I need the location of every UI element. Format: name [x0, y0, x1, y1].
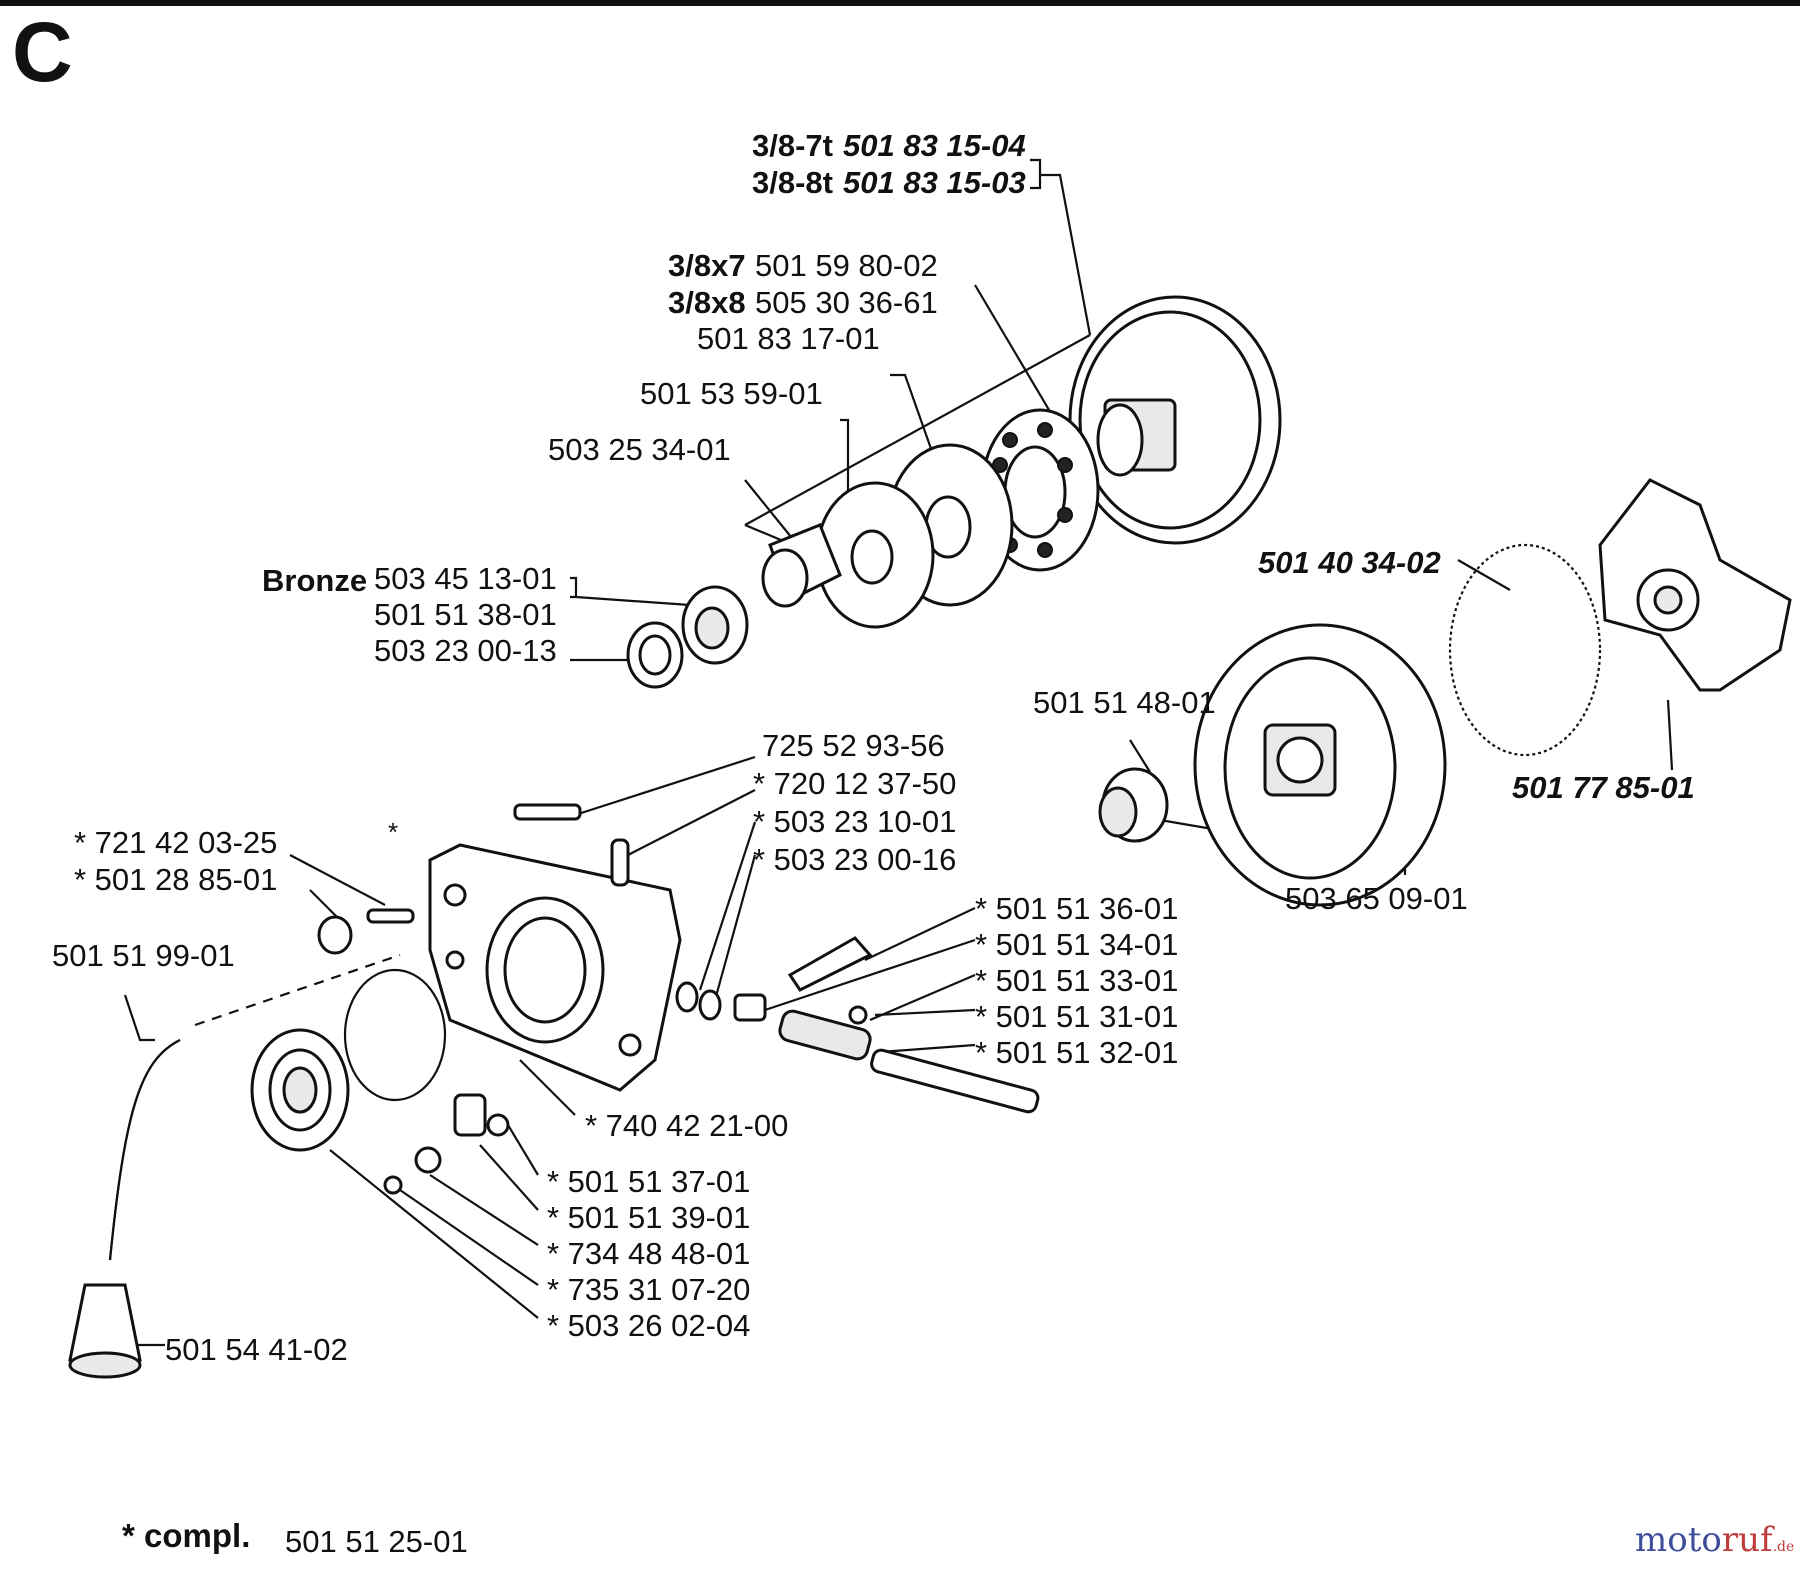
compl-label: * compl.	[122, 1517, 251, 1554]
clutch-spring-ring	[1448, 543, 1602, 757]
label-screw-1: 725 52 93-56	[762, 728, 945, 763]
clutch-hub	[1598, 478, 1792, 692]
label-clutch-spring: 501 40 34-02	[1258, 545, 1441, 580]
label-hose: 501 51 99-01	[52, 938, 235, 973]
label-washer-1: 501 53 59-01	[640, 376, 823, 411]
label-pin-1: * 720 12 37-50	[753, 766, 957, 801]
label-drum-8t-prefix: 3/8-8t	[752, 165, 833, 200]
label-pump-star: *	[388, 817, 399, 847]
label-pin-3: * 501 51 33-01	[975, 963, 1179, 998]
label-screw-3: * 735 31 07-20	[547, 1272, 751, 1307]
label-spring-2: * 501 51 39-01	[547, 1200, 751, 1235]
bronze-bearing	[681, 585, 749, 665]
label-drum-7t-prefix: 3/8-7t	[752, 128, 833, 163]
label-bronze-prefix: Bronze	[262, 563, 368, 598]
watermark-logo: motoruf.de	[1635, 1520, 1795, 1560]
label-rim-drum: 501 83 17-01	[697, 321, 880, 356]
needle-bearing-part	[1098, 767, 1169, 843]
needle-bushing	[761, 523, 842, 608]
label-pin-2: * 501 28 85-01	[74, 862, 278, 897]
label-drum-8t-part: 501 83 15-03	[843, 165, 1026, 200]
label-drum-assembly: 503 65 09-01	[1285, 881, 1468, 916]
top-rule	[0, 0, 1800, 6]
o-ring-part	[343, 968, 447, 1102]
oil-pump-housing	[428, 843, 682, 1092]
label-rim-8-prefix: 3/8x8	[668, 285, 746, 320]
label-rim-8-part: 505 30 36-61	[755, 285, 938, 320]
label-seal-1: * 503 23 10-01	[753, 804, 957, 839]
clutch-drum-rim	[1068, 295, 1282, 545]
label-circlip: * 503 26 02-04	[547, 1308, 751, 1343]
oil-seal	[250, 1028, 350, 1152]
small-parts	[317, 803, 1040, 1195]
label-ring: 503 23 00-13	[374, 633, 557, 668]
label-shaft: * 501 51 32-01	[975, 1035, 1179, 1070]
label-spring-1: * 501 51 34-01	[975, 927, 1179, 962]
label-ring-2: * 503 23 00-16	[753, 842, 957, 877]
ring-small	[626, 621, 684, 689]
label-screw-2: * 501 51 36-01	[975, 891, 1179, 926]
label-rim-7-prefix: 3/8x7	[668, 248, 746, 283]
label-filter: 501 54 41-02	[165, 1332, 348, 1367]
label-drum-7t-part: 501 83 15-04	[843, 128, 1026, 163]
label-washer-2: 503 25 34-01	[548, 432, 731, 467]
label-needle-bearing: 501 51 48-01	[1033, 685, 1216, 720]
label-plate: * 501 51 37-01	[547, 1164, 751, 1199]
section-letter: C	[12, 5, 73, 99]
label-washer-3: * 734 48 48-01	[547, 1236, 751, 1271]
label-rim-7-part: 501 59 80-02	[755, 248, 938, 283]
oil-hose-and-filter	[68, 1039, 181, 1379]
label-o-ring: * 740 42 21-00	[585, 1108, 789, 1143]
compl-part-number: 501 51 25-01	[285, 1524, 468, 1559]
label-bronze-part: 503 45 13-01	[374, 561, 557, 596]
clutch-drum-complete	[1193, 623, 1447, 907]
label-gear: * 501 51 31-01	[975, 999, 1179, 1034]
label-clutch-hub: 501 77 85-01	[1512, 770, 1695, 805]
label-ring-3: * 721 42 03-25	[74, 825, 278, 860]
washer-medium	[815, 481, 935, 629]
label-bearing: 501 51 38-01	[374, 597, 557, 632]
